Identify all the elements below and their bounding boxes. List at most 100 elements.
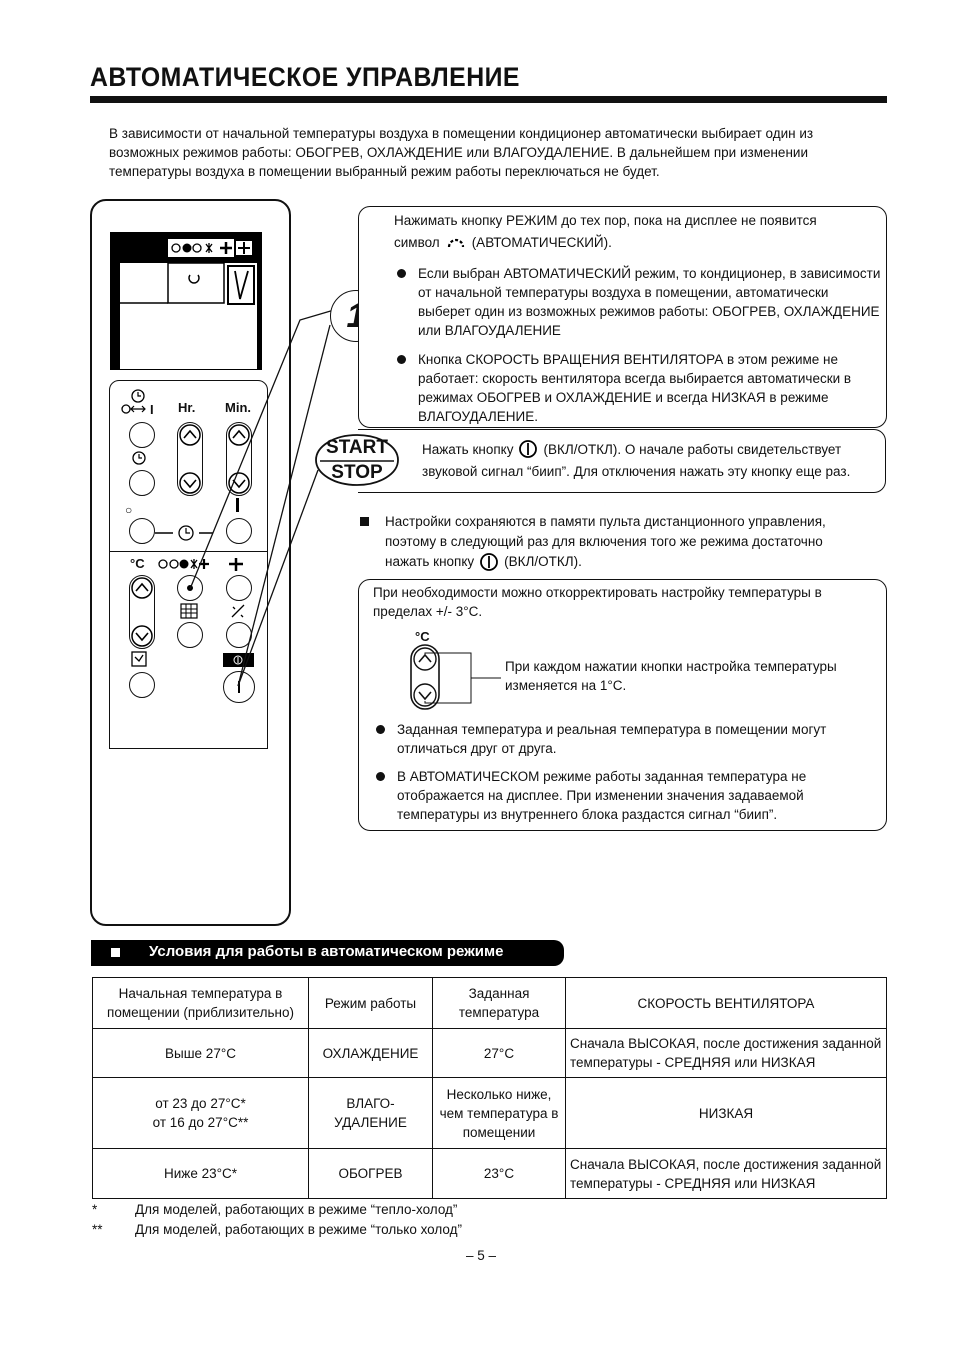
cell-mode-line-b: УДАЛЕНИЕ [334, 1115, 407, 1130]
power-icon [480, 553, 499, 571]
cell-fan: НИЗКАЯ [565, 1077, 887, 1149]
step-2-line-b: звуковой сигнал “биип”. Для отключения н… [422, 464, 851, 479]
table-row: от 23 до 27°С* от 16 до 27°С** ВЛАГО- УД… [92, 1077, 887, 1149]
hr-label: Hr. [178, 400, 196, 415]
cell-temp: Ниже 23°С* [92, 1148, 309, 1199]
cell-mode: ОХЛАЖДЕНИЕ [308, 1028, 433, 1078]
page-number: – 5 – [466, 1248, 497, 1263]
minute-stepper[interactable] [226, 422, 252, 496]
step-1-symbol-prefix: символ [394, 235, 440, 250]
celsius-label: °C [130, 556, 145, 571]
cell-temp: Выше 27°С [92, 1028, 309, 1078]
memory-note: Настройки сохраняются в памяти пульта ди… [360, 512, 870, 572]
table-row: Ниже 23°С* ОБОГРЕВ 23°С Сначала ВЫСОКАЯ,… [92, 1148, 887, 1199]
bullet-dot [397, 269, 406, 278]
sleep-icon [131, 651, 147, 667]
footnote-1: * Для моделей, работающих в режиме “тепло… [92, 1202, 457, 1217]
step-1-symbol-suffix: (АВТОМАТИЧЕСКИЙ). [471, 235, 612, 250]
step-2-line-a-prefix: Нажать кнопку [422, 441, 514, 457]
header-fan-speed: СКОРОСТЬ ВЕНТИЛЯТОРА [565, 977, 887, 1029]
header-mode: Режим работы [308, 977, 433, 1029]
step-1-line-a: Нажимать кнопку РЕЖИМ до тех пор, пока н… [394, 213, 817, 228]
bullet-dot [397, 355, 406, 364]
on-indicator [236, 498, 239, 512]
auto-mode-icon [447, 238, 464, 247]
bullet-dot [376, 725, 385, 734]
cell-mode-line-a: ВЛАГО- [346, 1096, 395, 1111]
mode-button-icons [158, 558, 243, 571]
min-label: Min. [225, 400, 251, 415]
memory-note-line-c-suffix: (ВКЛ/ОТКЛ). [504, 554, 582, 569]
cell-set: 23°С [432, 1148, 566, 1199]
temperature-stepper[interactable] [129, 575, 155, 649]
power-label-plate [223, 653, 254, 667]
start-label: START [326, 437, 388, 458]
memory-note-line-c: нажать кнопку (ВКЛ/ОТКЛ). [385, 552, 826, 572]
footnote-2-mark: ** [92, 1222, 103, 1237]
header-set-temp: Заданная температура [432, 977, 566, 1029]
step-1-line-b: символ (АВТОМАТИЧЕСКИЙ). [394, 233, 612, 252]
cell-temp: от 23 до 27°С* от 16 до 27°С** [92, 1077, 309, 1149]
temperature-button-diagram [410, 644, 501, 710]
timer-off-button[interactable] [129, 470, 155, 496]
footnote-1-mark: * [92, 1202, 98, 1217]
footnote-2: ** Для моделей, работающих в режиме “толь… [92, 1222, 462, 1237]
stop-label: STOP [331, 462, 383, 483]
timer-switch-icon [121, 389, 146, 414]
grid-icon [180, 603, 198, 619]
footnote-1-text: Для моделей, работающих в режиме “тепло-… [135, 1202, 458, 1217]
temperature-bullet-2-text: В АВТОМАТИЧЕСКОМ режиме работы заданная … [397, 769, 807, 822]
step-1-bullet-1: Если выбран АВТОМАТИЧЕСКИЙ режим, то кон… [397, 264, 882, 340]
step-1-box: Нажимать кнопку РЕЖИМ до тех пор, пока н… [358, 206, 887, 428]
section-bullet [111, 948, 120, 957]
step-1-bullet-2-text: Кнопка СКОРОСТЬ ВРАЩЕНИЯ ВЕНТИЛЯТОРА в э… [418, 352, 852, 424]
off-indicator: ○ [125, 503, 133, 517]
temperature-stepper-arrows [131, 577, 153, 647]
hour-stepper[interactable] [177, 422, 203, 496]
cell-set: 27°С [432, 1028, 566, 1078]
temperature-box: При необходимости можно откорректировать… [358, 579, 887, 831]
cell-temp-line-b: от 16 до 27°С** [152, 1115, 249, 1130]
sleep-button[interactable] [129, 672, 155, 698]
temperature-bullet-2: В АВТОМАТИЧЕСКОМ режиме работы заданная … [376, 767, 856, 824]
louver-button[interactable] [177, 622, 203, 648]
title-rule [90, 96, 887, 103]
table-header-row: Начальная температура в помещении (прибл… [92, 977, 887, 1029]
header-initial-temp: Начальная температура в помещении (прибл… [92, 977, 309, 1029]
mode-icons [171, 239, 254, 257]
memory-note-body: Настройки сохраняются в памяти пульта ди… [385, 512, 826, 572]
footnote-2-text: Для моделей, работающих в режиме “только… [135, 1222, 462, 1237]
step-2-box: Нажать кнопку (ВКЛ/ОТКЛ). О начале работ… [358, 429, 886, 493]
temperature-unit: °C [415, 629, 430, 644]
swing-button[interactable] [226, 622, 252, 648]
fan-speed-button[interactable] [226, 575, 252, 601]
temperature-intro: При необходимости можно откорректировать… [373, 585, 822, 619]
mode-icons-strip [168, 239, 254, 257]
step-1-bullet-1-text: Если выбран АВТОМАТИЧЕСКИЙ режим, то кон… [418, 266, 881, 338]
memory-note-line-c-prefix: нажать кнопку [385, 554, 475, 569]
step-2-line-a: Нажать кнопку (ВКЛ/ОТКЛ). О начале работ… [422, 439, 841, 459]
start-stop-oval [315, 434, 399, 486]
page-title: АВТОМАТИЧЕСКОЕ УПРАВЛЕНИЕ [90, 62, 520, 92]
start-stop-button[interactable] [223, 671, 255, 703]
timer-set-button[interactable] [226, 518, 252, 544]
start-stop-badge: START STOP [314, 433, 400, 487]
timer-on-button[interactable] [129, 422, 155, 448]
temperature-bullet-1: Заданная температура и реальная температ… [376, 720, 871, 758]
cell-fan: Сначала ВЫСОКАЯ, после достижения заданн… [565, 1148, 887, 1199]
mode-button[interactable] [177, 575, 203, 601]
memory-note-line-b: поэтому в следующий раз для включения то… [385, 534, 823, 549]
section-header-text: Условия для работы в автоматическом режи… [149, 943, 504, 960]
hour-stepper-arrows [179, 424, 201, 494]
intro-paragraph: В зависимости от начальной температуры в… [109, 126, 814, 179]
cell-mode: ВЛАГО- УДАЛЕНИЕ [308, 1077, 433, 1149]
auto-mode-table: Начальная температура в помещении (прибл… [92, 977, 887, 1199]
timer-cancel-button[interactable] [129, 518, 155, 544]
cell-mode: ОБОГРЕВ [308, 1148, 433, 1199]
minute-stepper-arrows [228, 424, 250, 494]
power-icon [519, 440, 538, 458]
memory-note-line-a: Настройки сохраняются в памяти пульта ди… [385, 514, 826, 529]
cell-temp-line-a: от 23 до 27°С* [155, 1096, 246, 1111]
table-row: Выше 27°С ОХЛАЖДЕНИЕ 27°С Сначала ВЫСОКА… [92, 1028, 887, 1078]
step-1-bullet-2: Кнопка СКОРОСТЬ ВРАЩЕНИЯ ВЕНТИЛЯТОРА в э… [397, 350, 882, 426]
